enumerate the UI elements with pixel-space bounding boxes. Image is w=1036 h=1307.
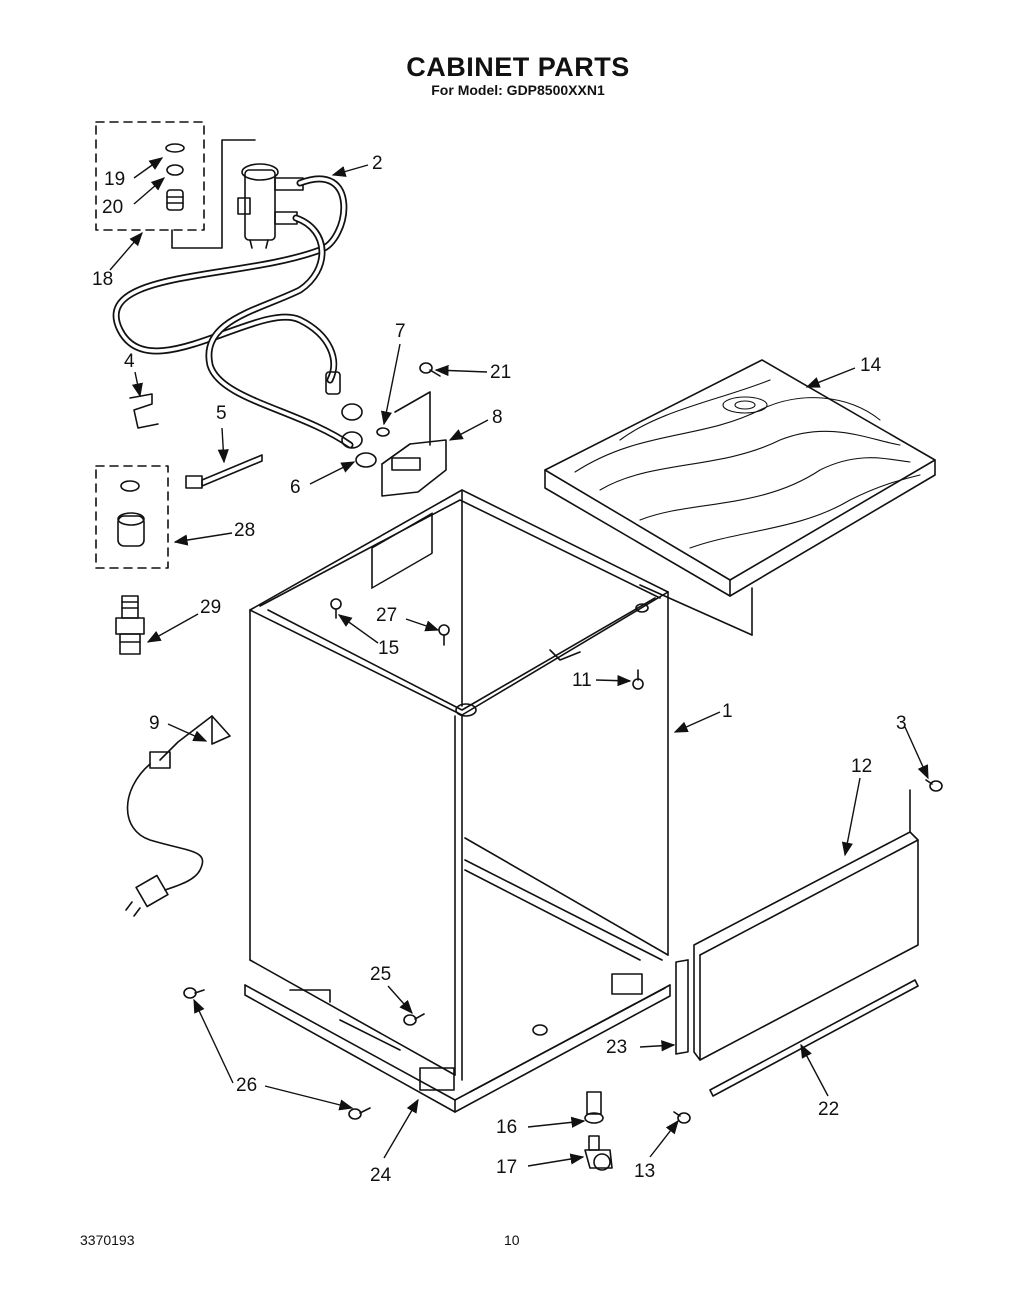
callout-14: 14 xyxy=(860,355,882,376)
callout-16: 16 xyxy=(496,1117,518,1138)
front-panel xyxy=(693,789,919,1061)
model-subtitle: For Model: GDP8500XXN1 xyxy=(431,82,605,98)
callout-23: 23 xyxy=(606,1037,628,1058)
callout-13: 13 xyxy=(634,1161,656,1182)
page-number: 10 xyxy=(504,1232,520,1248)
kit-box-28 xyxy=(95,465,169,569)
callout-25: 25 xyxy=(370,964,392,985)
callout-7: 7 xyxy=(395,321,406,342)
caster-parts xyxy=(584,1091,613,1171)
seal-strip xyxy=(675,959,689,1055)
document-number: 3370193 xyxy=(80,1232,135,1248)
callout-2: 2 xyxy=(372,153,383,174)
power-cord xyxy=(125,715,231,917)
callout-12: 12 xyxy=(851,756,873,777)
cabinet-frame xyxy=(249,489,669,1081)
callout-24: 24 xyxy=(370,1165,392,1186)
callout-28: 28 xyxy=(234,520,256,541)
callout-11: 11 xyxy=(572,670,592,691)
callout-17: 17 xyxy=(496,1157,518,1178)
kit-box-18 xyxy=(95,121,205,231)
callout-9: 9 xyxy=(149,713,160,734)
callout-1: 1 xyxy=(722,701,733,722)
inlet-fitting xyxy=(115,595,145,655)
callout-19: 19 xyxy=(104,169,126,190)
callout-8: 8 xyxy=(492,407,503,428)
clip-part xyxy=(129,393,159,429)
callout-22: 22 xyxy=(818,1099,840,1120)
callout-27: 27 xyxy=(376,605,398,626)
callout-29: 29 xyxy=(200,597,222,618)
water-valve xyxy=(237,163,304,249)
screws xyxy=(183,598,943,1124)
kick-strip xyxy=(709,979,919,1097)
callout-6: 6 xyxy=(290,477,301,498)
wood-top xyxy=(544,359,936,636)
base-frame xyxy=(244,973,671,1113)
leader-arrows xyxy=(109,157,929,1167)
callout-26: 26 xyxy=(236,1075,258,1096)
callout-5: 5 xyxy=(216,403,227,424)
callout-3: 3 xyxy=(896,713,907,734)
callout-4: 4 xyxy=(124,351,135,372)
page-title: CABINET PARTS xyxy=(406,52,630,82)
callout-15: 15 xyxy=(378,638,400,659)
callout-20: 20 xyxy=(102,197,124,218)
callout-18: 18 xyxy=(92,269,114,290)
callout-21: 21 xyxy=(490,362,512,383)
